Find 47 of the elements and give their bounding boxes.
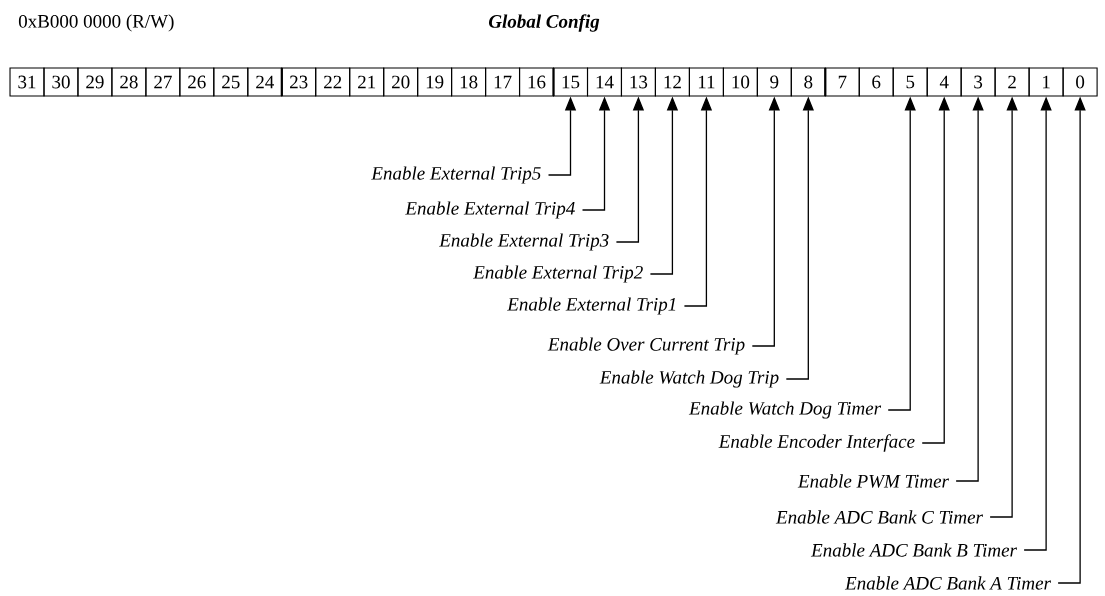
bit-cell: 5 [892, 67, 928, 97]
bit-label: Enable External Trip1 [507, 297, 676, 315]
register-address: 0xB000 0000 (R/W) [18, 14, 174, 32]
bit-cell: 0 [1062, 67, 1098, 97]
bit-cell: 3 [960, 67, 996, 97]
bit-cell: 20 [383, 67, 419, 97]
bit-label: Enable External Trip5 [371, 166, 541, 184]
bit-cell: 26 [179, 67, 215, 97]
bit-cell: 25 [213, 67, 249, 97]
bit-cell: 12 [654, 67, 690, 97]
bit-cell: 11 [688, 67, 724, 97]
bit-cell: 19 [417, 67, 453, 97]
bit-label: Enable External Trip4 [405, 201, 575, 219]
bit-cell: 30 [43, 67, 79, 97]
bit-cell: 17 [485, 67, 521, 97]
bit-cell: 4 [926, 67, 962, 97]
bit-label: Enable ADC Bank A Timer [844, 576, 1051, 590]
bit-cell: 7 [824, 67, 860, 97]
bit-cell: 27 [145, 67, 181, 97]
title: Global Config [489, 14, 600, 32]
bit-cell: 10 [722, 67, 758, 97]
bit-label: Enable Over Current Trip [547, 337, 745, 355]
bit-cell: 15 [552, 67, 589, 97]
bit-label: Enable External Trip3 [439, 233, 609, 251]
bit-label: Enable ADC Bank C Timer [775, 510, 983, 524]
bit-label: Enable ADC Bank B Timer [810, 543, 1017, 557]
bit-cell: 9 [756, 67, 792, 97]
bit-cell: 1 [1028, 67, 1064, 97]
bit-label: Enable External Trip2 [473, 265, 643, 283]
bit-cell: 2 [994, 67, 1030, 97]
bit-cell: 13 [620, 67, 656, 97]
bit-cell: 8 [790, 67, 826, 97]
bit-cell: 21 [349, 67, 385, 97]
bit-cell: 29 [77, 67, 113, 97]
bit-cell: 22 [315, 67, 351, 97]
bit-cell: 16 [518, 67, 555, 97]
bit-label: Enable PWM Timer [797, 474, 949, 488]
bit-cell: 28 [111, 67, 147, 97]
bit-cell: 31 [9, 67, 45, 97]
bit-cell: 18 [451, 67, 487, 97]
bit-cell: 24 [247, 67, 283, 97]
bit-cell: 23 [281, 67, 317, 97]
bit-label: Enable Encoder Interface [718, 434, 915, 452]
bit-label: Enable Watch Dog Timer [688, 401, 882, 419]
bit-cell: 6 [858, 67, 894, 97]
bit-label: Enable Watch Dog Trip [599, 370, 779, 388]
bit-cell: 14 [586, 67, 623, 97]
